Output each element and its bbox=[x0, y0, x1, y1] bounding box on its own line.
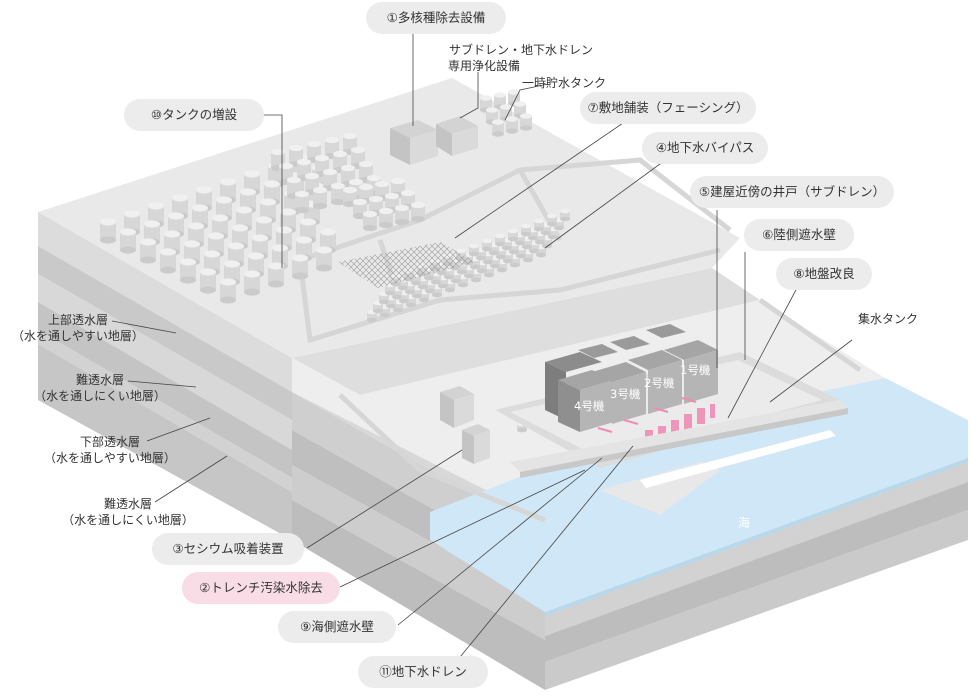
label-lower-aquifer-name: 下部透水層 bbox=[79, 435, 140, 449]
label-unit-4: 4号機 bbox=[574, 399, 605, 413]
seaside-structures bbox=[510, 400, 848, 515]
storage-tanks bbox=[100, 89, 811, 437]
tank bbox=[363, 210, 377, 232]
tank bbox=[100, 218, 116, 244]
label-sea: 海 bbox=[738, 516, 751, 530]
label-groundwater-bypass: ④地下水バイパス bbox=[642, 132, 768, 164]
facing-area bbox=[338, 242, 476, 288]
tank bbox=[508, 228, 518, 242]
label-upper-aquifer-desc: （水を通しやすい地層） bbox=[12, 329, 144, 343]
label-ground-improvement: ⑧地盤改良 bbox=[776, 258, 872, 290]
tank bbox=[547, 213, 557, 227]
label-aquitard-2-name: 難透水層 bbox=[103, 497, 152, 511]
tank bbox=[244, 270, 260, 296]
label-groundwater-drain: ⑪地下水ドレン bbox=[358, 656, 488, 688]
label-facing: ⑦敷地舗装（フェーシング） bbox=[580, 92, 756, 124]
tank bbox=[316, 246, 332, 272]
label-cesium: ③セシウム吸着装置 bbox=[152, 533, 304, 565]
tank bbox=[200, 268, 216, 294]
tank bbox=[331, 182, 345, 206]
tank bbox=[560, 208, 570, 222]
tank bbox=[379, 207, 393, 229]
label-subdrain-facility: サブドレン・地下水ドレン 専用浄化設備 bbox=[438, 42, 604, 74]
label-subdrain-facility-line2: 専用浄化設備 bbox=[448, 59, 521, 73]
label-unit-1: 1号機 bbox=[680, 363, 711, 377]
label-upper-aquifer-name: 上部透水層 bbox=[47, 313, 108, 327]
tank bbox=[220, 278, 236, 304]
label-land-wall: ⑥陸側遮水壁 bbox=[744, 219, 854, 251]
reactor-platform-top bbox=[510, 360, 822, 458]
label-subdrain: ⑤建屋近傍の井戸（サブドレン） bbox=[690, 176, 894, 208]
tank bbox=[295, 190, 309, 214]
label-unit-3: 3号機 bbox=[610, 387, 641, 401]
label-temp-tank: 一時貯水タンク bbox=[522, 76, 607, 90]
tank bbox=[292, 254, 308, 280]
label-unit-2: 2号機 bbox=[644, 376, 675, 390]
reactor-buildings bbox=[545, 324, 718, 432]
soil-strata bbox=[38, 212, 545, 690]
trench-lines bbox=[597, 397, 697, 433]
tank bbox=[495, 233, 505, 247]
tank bbox=[160, 248, 176, 274]
label-collect-tank: 集水タンク bbox=[858, 312, 919, 326]
label-upper-aquifer: 上部透水層 （水を通しやすい地層） bbox=[8, 312, 148, 344]
tank bbox=[180, 258, 196, 284]
label-lower-aquifer: 下部透水層 （水を通しやすい地層） bbox=[40, 434, 180, 466]
label-aquitard-2: 難透水層 （水を通しにくい地層） bbox=[58, 496, 198, 528]
tank bbox=[120, 228, 136, 254]
label-tank-expansion: ⑩タンクの増設 bbox=[124, 99, 264, 131]
tank bbox=[268, 262, 284, 288]
tank bbox=[520, 113, 532, 131]
tank bbox=[506, 116, 518, 134]
tank bbox=[482, 238, 492, 252]
soil-strata-right bbox=[545, 458, 968, 690]
label-aquitard-1: 難透水層 （水を通しにくい地層） bbox=[30, 372, 170, 404]
label-subdrain-facility-line1: サブドレン・地下水ドレン bbox=[448, 43, 593, 57]
treatment-buildings bbox=[390, 116, 490, 464]
tank bbox=[379, 291, 389, 305]
tank bbox=[140, 238, 156, 264]
sea-edge bbox=[545, 458, 968, 616]
label-lower-aquifer-desc: （水を通しやすい地層） bbox=[44, 451, 176, 465]
tank bbox=[469, 243, 479, 257]
label-trench: ②トレンチ汚染水除去 bbox=[182, 572, 340, 604]
tank bbox=[395, 204, 409, 226]
label-aquitard-1-desc: （水を通しにくい地層） bbox=[34, 389, 166, 403]
label-sea-wall: ⑨海側遮水壁 bbox=[278, 611, 396, 643]
tank bbox=[411, 201, 425, 223]
tank bbox=[534, 218, 544, 232]
plateau-face bbox=[292, 268, 760, 395]
tank bbox=[492, 119, 504, 137]
tank bbox=[313, 186, 327, 210]
tank bbox=[320, 228, 336, 254]
label-aquitard-2-desc: （水を通しにくい地層） bbox=[62, 513, 194, 527]
label-aquitard-1-name: 難透水層 bbox=[75, 373, 124, 387]
tank bbox=[521, 223, 531, 237]
label-alps: ①多核種除去設備 bbox=[366, 2, 506, 34]
leader-lines bbox=[111, 34, 853, 663]
